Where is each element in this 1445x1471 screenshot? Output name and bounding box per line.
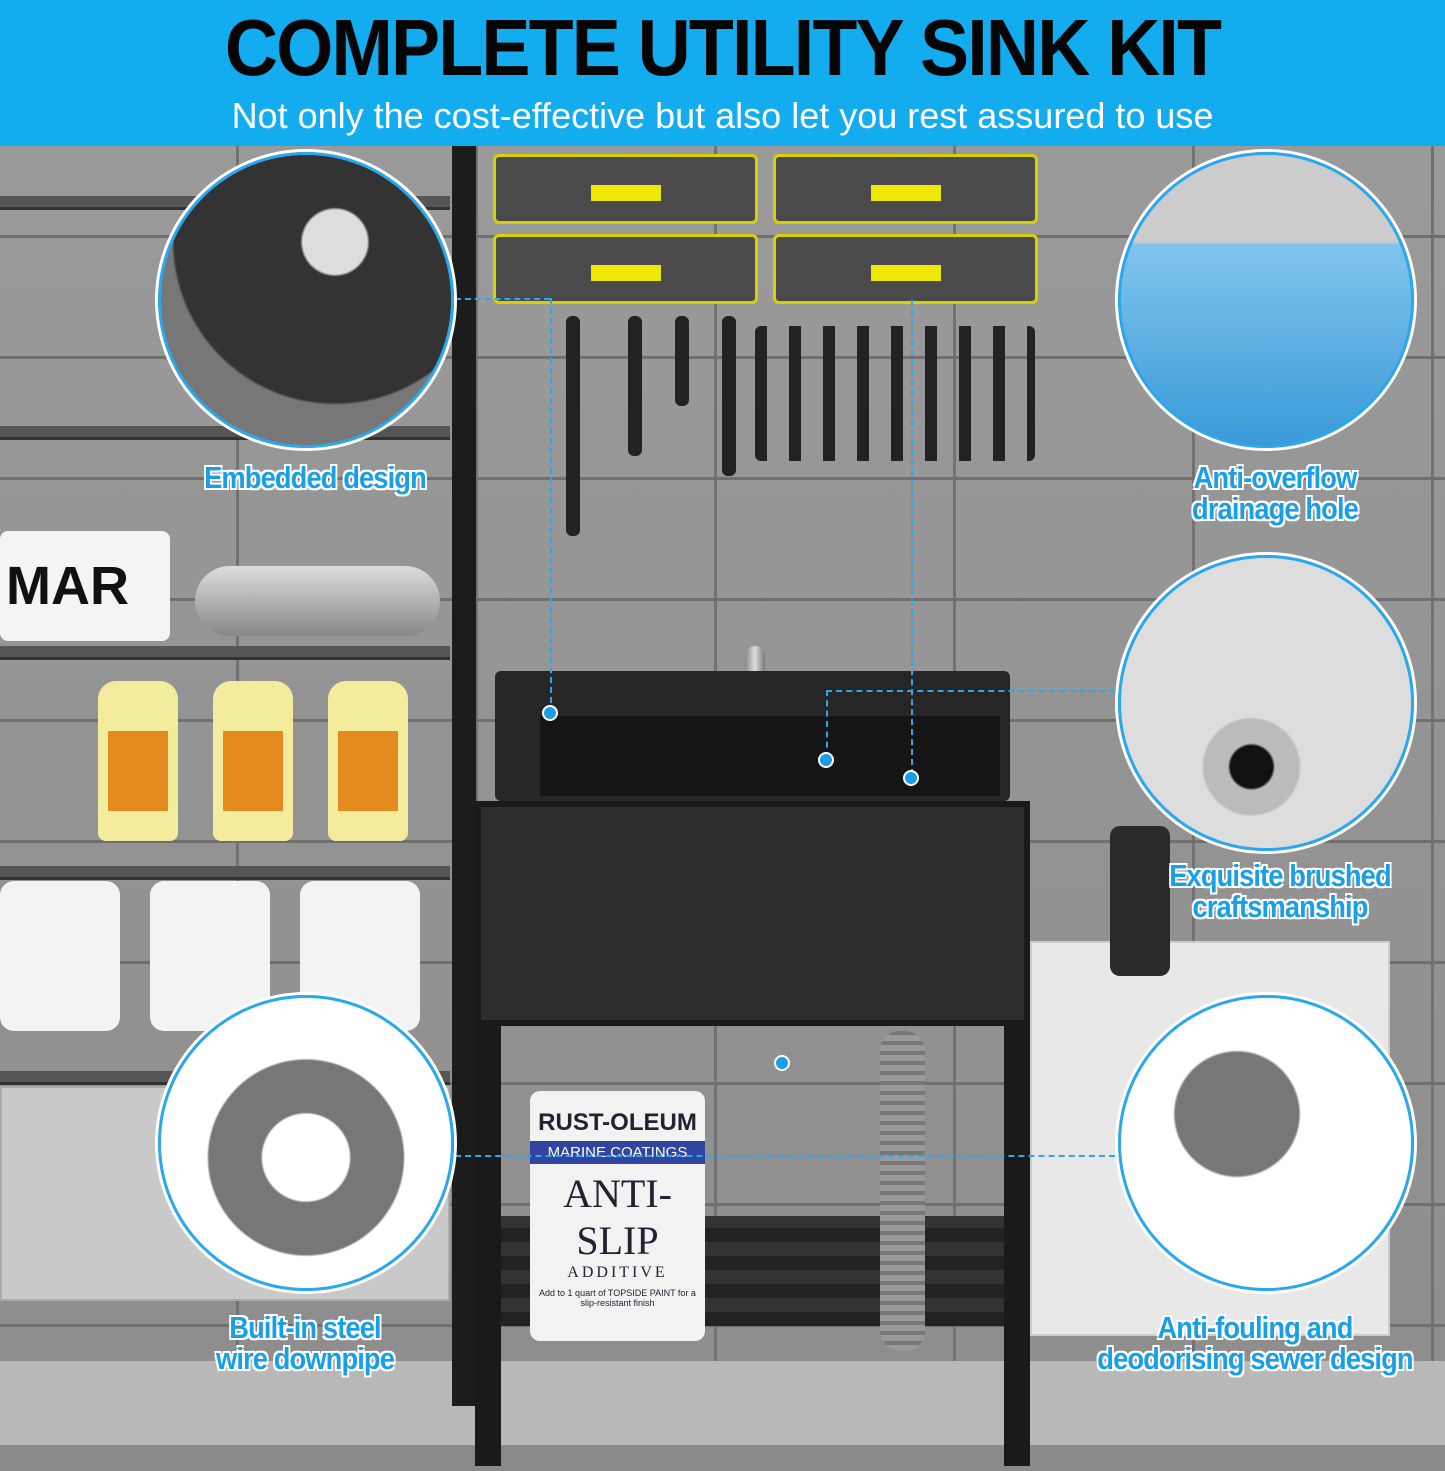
- sink-basin: [540, 716, 1000, 796]
- callout-line: [455, 298, 550, 300]
- can-line: MARINE COATINGS: [530, 1141, 705, 1164]
- callout-dot: [542, 705, 558, 721]
- label-line: Embedded design: [204, 460, 427, 495]
- callout-dot: [774, 1055, 790, 1071]
- drain-pipe: [880, 1031, 925, 1351]
- sink-front-panel: [475, 801, 1030, 1026]
- pliers-rack: [755, 326, 1035, 461]
- tool-drawer: [773, 234, 1038, 304]
- feature-label-embedded: Embedded design: [179, 462, 452, 493]
- can-product: ANTI-SLIP: [563, 1171, 672, 1263]
- utility-sink[interactable]: [475, 671, 1030, 1471]
- callout-line: [911, 300, 913, 775]
- shelf: [0, 426, 450, 440]
- label-line: Exquisite brushed: [1169, 858, 1391, 893]
- feature-label-downpipe: Built-in steel wire downpipe: [177, 1312, 432, 1374]
- can-type: ADDITIVE: [567, 1264, 668, 1281]
- page-subtitle: Not only the cost-effective but also let…: [231, 95, 1214, 136]
- shelf: [0, 646, 450, 660]
- label-line: deodorising sewer design: [1097, 1341, 1413, 1376]
- detail-circle-sewer: [1118, 995, 1414, 1291]
- feature-label-sewer: Anti-fouling and deodorising sewer desig…: [1075, 1312, 1436, 1374]
- spray-bottle: [1110, 826, 1170, 976]
- xps-jug: [0, 881, 120, 1031]
- detail-circle-embedded: [158, 152, 454, 448]
- feature-label-brushed: Exquisite brushed craftsmanship: [1148, 860, 1412, 922]
- feature-label-overflow: Anti-overflow drainage hole: [1139, 462, 1412, 524]
- shelf: [0, 866, 450, 880]
- oil-bottle: [213, 681, 293, 841]
- tool-drawer: [773, 154, 1038, 224]
- tool-drawer: [493, 154, 758, 224]
- callout-dot: [903, 770, 919, 786]
- callout-line: [826, 690, 828, 758]
- can-brand: RUST-OLEUM: [538, 1109, 697, 1136]
- label-line: craftsmanship: [1192, 889, 1368, 924]
- tool-drawer: [493, 234, 758, 304]
- floor: [0, 1361, 1445, 1445]
- screwdriver: [675, 316, 689, 406]
- label-line: Anti-overflow: [1193, 460, 1358, 495]
- label-line: Anti-fouling and: [1157, 1310, 1353, 1345]
- callout-dot: [818, 752, 834, 768]
- sink-countertop: [495, 671, 1010, 801]
- screwdriver: [628, 316, 642, 456]
- mar-sign: MAR: [0, 531, 170, 641]
- sink-leg: [1004, 1026, 1030, 1466]
- oil-bottle: [328, 681, 408, 841]
- callout-line: [550, 298, 552, 713]
- label-line: Built-in steel: [229, 1310, 381, 1345]
- detail-circle-downpipe: [158, 995, 454, 1291]
- callout-line: [455, 1155, 1115, 1157]
- screwdriver: [566, 316, 580, 536]
- paint-can: RUST-OLEUM MARINE COATINGS ANTI-SLIP ADD…: [530, 1091, 705, 1341]
- detail-circle-brushed: [1118, 555, 1414, 851]
- header-banner: COMPLETE UTILITY SINK KIT Not only the c…: [0, 0, 1445, 146]
- screwdriver: [722, 316, 736, 476]
- detail-circle-overflow: [1118, 152, 1414, 448]
- callout-line: [826, 690, 1116, 692]
- page-title: COMPLETE UTILITY SINK KIT: [224, 3, 1222, 92]
- shelf-post: [452, 146, 476, 1406]
- label-line: drainage hole: [1192, 491, 1359, 526]
- oil-bottle: [98, 681, 178, 841]
- can-note: Add to 1 quart of TOPSIDE PAINT for a sl…: [539, 1288, 696, 1308]
- sink-leg: [475, 1026, 501, 1466]
- toy-race-car: [195, 566, 440, 636]
- label-line: wire downpipe: [215, 1341, 395, 1376]
